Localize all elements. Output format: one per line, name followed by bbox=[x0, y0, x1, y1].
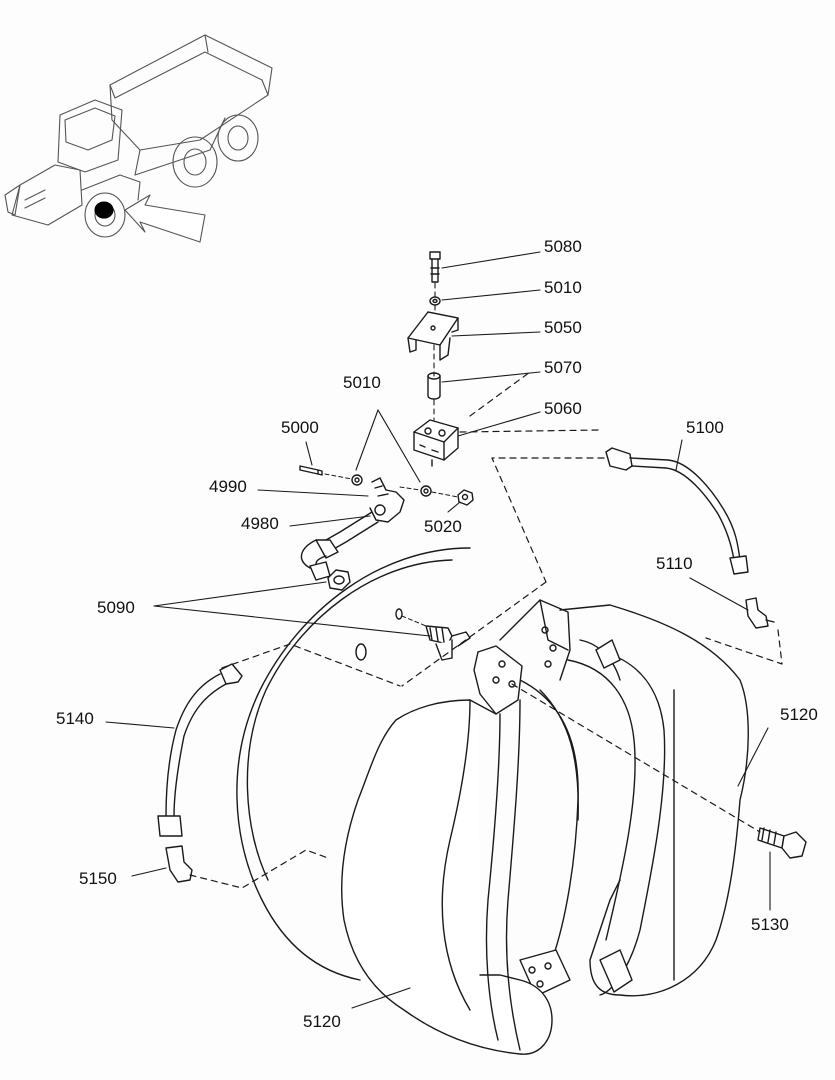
tee-fitting-5090 bbox=[425, 625, 471, 661]
spacer-5070 bbox=[427, 372, 441, 400]
callout-5050: 5050 bbox=[544, 318, 582, 337]
dump-truck-icon bbox=[4, 34, 273, 243]
clamp-4990 bbox=[369, 477, 405, 523]
callout-5100: 5100 bbox=[686, 418, 724, 437]
leader-lines bbox=[105, 251, 771, 1009]
callout-4990: 4990 bbox=[209, 477, 247, 496]
screw-5000 bbox=[299, 465, 323, 476]
callout-5010-left: 5010 bbox=[343, 373, 381, 392]
elbow-5110 bbox=[745, 597, 775, 629]
callout-5010-top: 5010 bbox=[544, 278, 582, 297]
clamp-block-5060 bbox=[413, 419, 459, 467]
callout-5070: 5070 bbox=[544, 358, 582, 377]
bracket-5050 bbox=[407, 311, 459, 361]
callout-4980: 4980 bbox=[241, 514, 279, 533]
callout-5110: 5110 bbox=[656, 554, 693, 573]
callout-5120-bottom: 5120 bbox=[303, 1012, 341, 1031]
housing-5120 bbox=[236, 547, 749, 1055]
pipe-5100 bbox=[605, 447, 749, 575]
nut-5090-upper bbox=[327, 569, 351, 591]
elbow-5150 bbox=[165, 845, 193, 883]
callout-5000: 5000 bbox=[281, 418, 319, 437]
callout-5020: 5020 bbox=[424, 517, 462, 536]
callout-5090: 5090 bbox=[97, 598, 135, 617]
callout-5130: 5130 bbox=[751, 915, 789, 934]
bolt-5130 bbox=[757, 827, 807, 859]
callout-5150: 5150 bbox=[79, 869, 117, 888]
bolt-5080 bbox=[429, 251, 441, 283]
pipe-5140 bbox=[157, 663, 243, 837]
pipe-4980 bbox=[300, 511, 379, 581]
callout-5140: 5140 bbox=[56, 709, 94, 728]
nut-5020 bbox=[457, 489, 474, 506]
callout-5060: 5060 bbox=[544, 399, 582, 418]
callout-5120-right: 5120 bbox=[780, 705, 818, 724]
washer-5010-top bbox=[429, 296, 441, 306]
callout-5080: 5080 bbox=[544, 237, 582, 256]
